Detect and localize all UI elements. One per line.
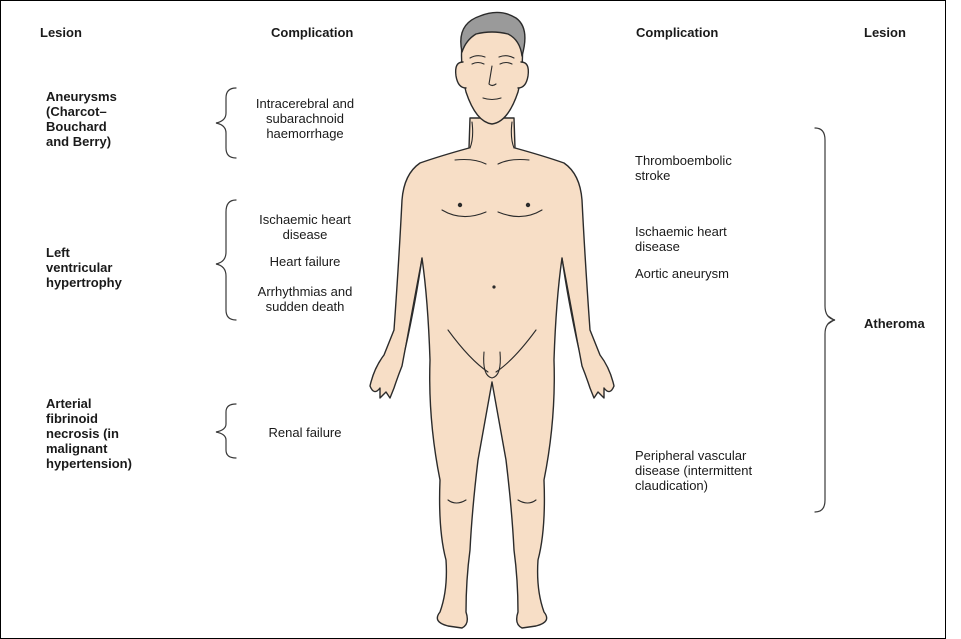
brace-aneurysms	[216, 88, 236, 158]
navel	[492, 285, 495, 288]
brace-atheroma	[815, 128, 835, 512]
right-nipple	[526, 203, 530, 207]
human-figure	[370, 12, 614, 628]
brace-pointer	[828, 316, 834, 324]
left-nipple	[458, 203, 462, 207]
brace-fibrinoid	[216, 404, 236, 458]
body-outline	[370, 118, 614, 628]
brace-lv-hypertrophy	[216, 200, 236, 320]
